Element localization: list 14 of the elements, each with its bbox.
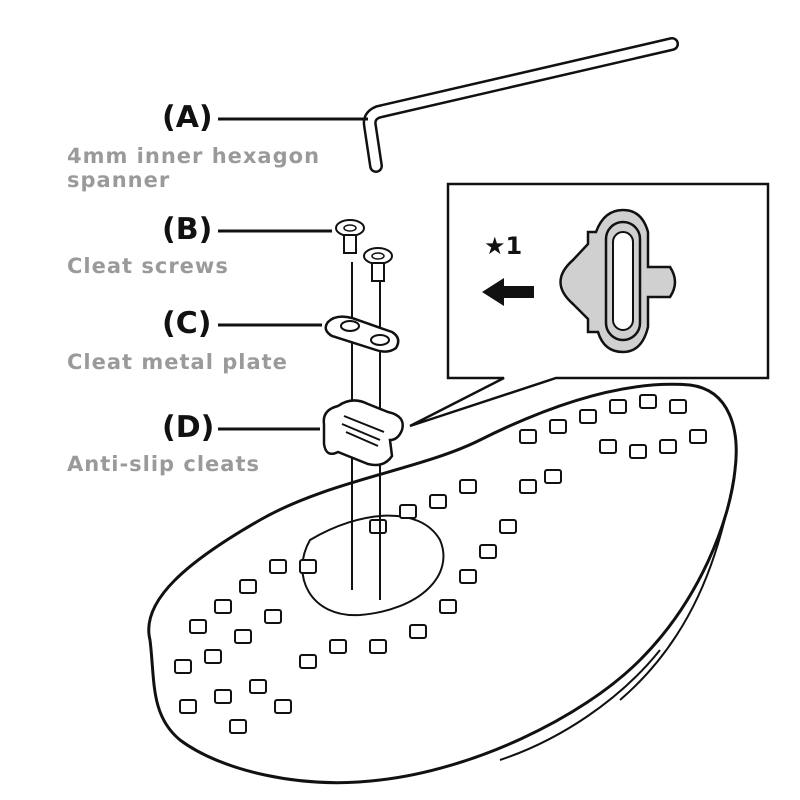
metal-plate-drawing	[322, 314, 402, 354]
leader-line	[218, 118, 368, 120]
part-name: Cleat screws	[67, 254, 230, 278]
part-name: Cleat metal plate	[67, 350, 289, 374]
callout-letter: (A)	[162, 100, 213, 136]
footnote-mark: ★1	[484, 231, 522, 262]
leader-line	[218, 230, 332, 232]
part-name: Anti-slip cleats	[67, 452, 261, 476]
leader-line	[218, 428, 320, 430]
part-name: 4mm inner hexagon spanner	[67, 144, 322, 192]
callout-letter: (C)	[162, 306, 212, 342]
callout-letter: (B)	[162, 212, 212, 248]
callout-letter: (D)	[162, 410, 214, 446]
leader-line	[218, 324, 322, 326]
